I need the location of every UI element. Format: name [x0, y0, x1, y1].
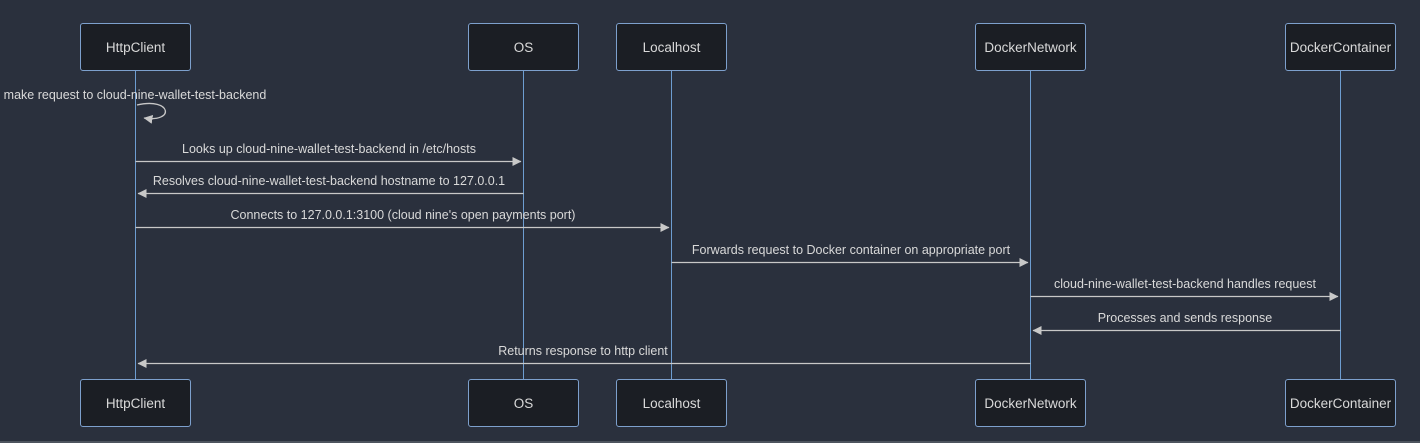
- participant-box-dockernetwork-top: [975, 23, 1086, 71]
- participant-label-httpclient-bottom: HttpClient: [106, 396, 166, 411]
- participant-label-localhost-bottom: Localhost: [643, 396, 701, 411]
- message-label-processes: Processes and sends response: [1098, 311, 1272, 325]
- message-label-looks-up: Looks up cloud-nine-wallet-test-backend …: [182, 142, 476, 156]
- participant-label-os-top: OS: [514, 40, 534, 55]
- participant-box-dockercontainer-top: [1285, 23, 1396, 71]
- participant-box-localhost-bottom: [616, 379, 727, 427]
- message-label-self-request: make request to cloud-nine-wallet-test-b…: [4, 88, 267, 102]
- message-label-forwards: Forwards request to Docker container on …: [692, 243, 1011, 257]
- participant-label-localhost-top: Localhost: [643, 40, 701, 55]
- message-label-returns: Returns response to http client: [498, 344, 668, 358]
- message-label-handles: cloud-nine-wallet-test-backend handles r…: [1054, 277, 1316, 291]
- participant-label-dockercontainer-top: DockerContainer: [1290, 40, 1392, 55]
- message-label-connects: Connects to 127.0.0.1:3100 (cloud nine's…: [231, 208, 576, 222]
- participant-box-httpclient-top: [80, 23, 191, 71]
- message-label-resolves: Resolves cloud-nine-wallet-test-backend …: [153, 174, 505, 188]
- bottom-edge-rule: [0, 441, 1420, 443]
- participant-box-httpclient-bottom: [80, 379, 191, 427]
- participant-label-dockernetwork-top: DockerNetwork: [984, 40, 1077, 55]
- participant-box-os-bottom: [468, 379, 579, 427]
- participant-box-dockercontainer-bottom: [1285, 379, 1396, 427]
- message-self-loop-arrow: [136, 102, 166, 124]
- participant-box-localhost-top: [616, 23, 727, 71]
- participant-box-os-top: [468, 23, 579, 71]
- participant-label-dockercontainer-bottom: DockerContainer: [1290, 396, 1392, 411]
- participant-box-dockernetwork-bottom: [975, 379, 1086, 427]
- participant-label-httpclient-top: HttpClient: [106, 40, 166, 55]
- participant-label-os-bottom: OS: [514, 396, 534, 411]
- participant-label-dockernetwork-bottom: DockerNetwork: [984, 396, 1077, 411]
